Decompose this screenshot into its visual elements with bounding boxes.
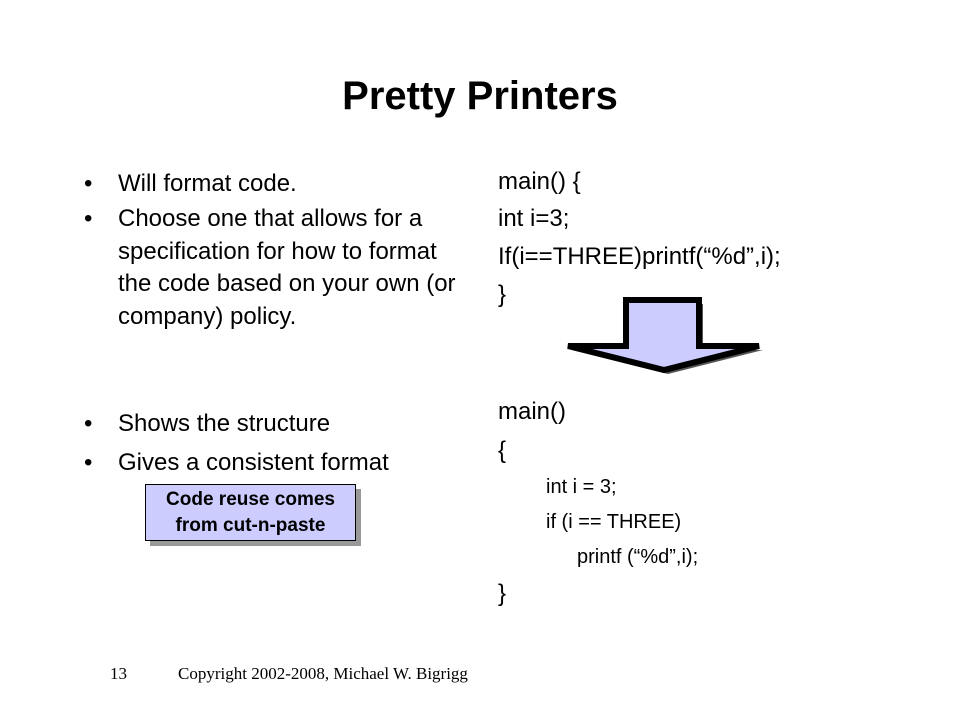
bullet-symbol: •: [84, 410, 93, 437]
bullet-text: Gives a consistent format: [118, 449, 389, 476]
bullet-symbol: •: [84, 205, 93, 232]
code-line: int i=3;: [498, 205, 570, 232]
page-number: 13: [110, 664, 127, 683]
code-line: {: [498, 437, 507, 464]
bullet-text: Choose one that allows for a specificati…: [118, 205, 456, 330]
bullet-text: Will format code.: [118, 170, 297, 197]
code-line: If(i==THREE)printf(“%d”,i);: [498, 243, 781, 270]
callout-line: Code reuse comes: [166, 489, 335, 510]
copyright: Copyright 2002-2008, Michael W. Bigrigg: [178, 664, 468, 683]
code-line: main(): [498, 398, 567, 425]
slide-title: Pretty Printers: [342, 74, 618, 118]
down-arrow-icon: [567, 297, 763, 374]
code-line: printf (“%d”,i);: [577, 546, 699, 568]
code-line: }: [498, 281, 507, 308]
code-line: if (i == THREE): [546, 511, 682, 533]
bullet-symbol: •: [84, 449, 93, 476]
bullet-symbol: •: [84, 170, 93, 197]
callout-box: Code reuse comes from cut-n-paste: [145, 484, 356, 541]
callout-line: from cut-n-paste: [175, 515, 326, 536]
bullet-text: Shows the structure: [118, 410, 331, 437]
code-line: }: [498, 580, 507, 607]
code-line: int i = 3;: [546, 476, 617, 498]
code-line: main() {: [498, 168, 581, 195]
